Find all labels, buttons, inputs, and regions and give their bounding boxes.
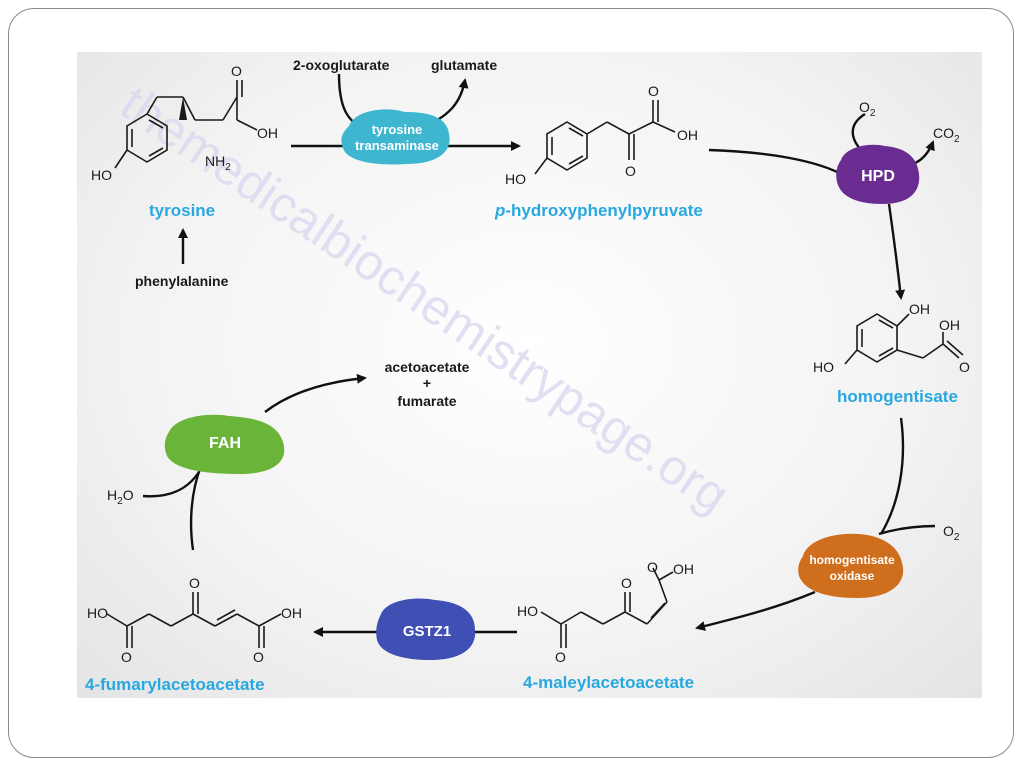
enzyme-tat-line1: tyrosine — [372, 122, 423, 137]
cosubstrate-h2o: H2O — [107, 487, 134, 507]
atom-oh-4: OH — [939, 317, 960, 333]
atom-o-7: O — [647, 559, 658, 575]
compound-phenylalanine: phenylalanine — [135, 273, 229, 289]
compound-hpp: p-hydroxyphenylpyruvate — [494, 201, 703, 220]
arrow-h2o-in — [142, 471, 200, 498]
enzyme-fah: FAH — [164, 414, 285, 474]
atom-o-10: O — [253, 649, 264, 665]
hpp-structure: HO O O OH — [505, 83, 698, 187]
atom-oh-6: OH — [281, 605, 302, 621]
atom-oh-2: OH — [677, 127, 698, 143]
atom-ho-5: HO — [87, 605, 108, 621]
atom-o-9: O — [189, 575, 200, 591]
enzyme-tat-line2: transaminase — [355, 138, 439, 153]
atom-oh: OH — [257, 125, 278, 141]
atom-nh2: NH2 — [205, 153, 231, 173]
arrow-o2-b-in — [878, 524, 936, 536]
enzyme-hgd-line1: homogentisate — [809, 553, 895, 567]
cosubstrate-oxoglutarate: 2-oxoglutarate — [293, 57, 390, 73]
cosubstrate-o2-a: O2 — [859, 99, 876, 119]
atom-o-6: O — [621, 575, 632, 591]
compound-fumarylacetoacetate: 4-fumarylacetoacetate — [85, 675, 265, 694]
pathway-svg: themedicalbiochemistrypage.org HO O OH N… — [85, 57, 970, 694]
compound-maleylacetoacetate: 4-maleylacetoacetate — [523, 673, 694, 692]
enzyme-fah-label: FAH — [209, 435, 241, 452]
homogentisate-structure: OH OH HO O — [813, 301, 970, 375]
atom-oh-3: OH — [909, 301, 930, 317]
fumarylacetoacetate-structure: HO O O O OH — [87, 575, 302, 665]
enzyme-gstz1-label: GSTZ1 — [403, 623, 451, 640]
product-acetoacetate: acetoacetate — [385, 359, 470, 375]
atom-o-3: O — [648, 83, 659, 99]
enzyme-hgd-line2: oxidase — [830, 569, 875, 583]
product-fumarate: fumarate — [397, 393, 456, 409]
atom-ho-2: HO — [505, 171, 526, 187]
maleylacetoacetate-structure: HO O O O OH — [517, 559, 694, 665]
atom-ho: HO — [91, 167, 112, 183]
enzyme-tyrosine-transaminase: tyrosine transaminase — [341, 109, 450, 165]
atom-o: O — [231, 63, 242, 79]
atom-o-8: O — [121, 649, 132, 665]
enzyme-hpd: HPD — [836, 144, 920, 204]
compound-tyrosine: tyrosine — [149, 201, 215, 220]
arrow-hga-to-hgd — [879, 417, 905, 535]
arrow-co2-out — [912, 140, 935, 166]
compound-homogentisate: homogentisate — [837, 387, 958, 406]
product-plus: + — [423, 375, 431, 391]
atom-ho-3: HO — [813, 359, 834, 375]
enzyme-homogentisate-oxidase: homogentisate oxidase — [798, 533, 904, 598]
arrow-hpd-to-hga — [887, 203, 906, 300]
cosubstrate-glutamate: glutamate — [431, 57, 497, 73]
cosubstrate-o2-b: O2 — [943, 523, 960, 543]
atom-o-5: O — [555, 649, 566, 665]
atom-o-4: O — [959, 359, 970, 375]
atom-ho-4: HO — [517, 603, 538, 619]
arrow-hgd-to-maa — [695, 590, 816, 631]
atom-oh-5: OH — [673, 561, 694, 577]
cosubstrate-co2: CO2 — [933, 125, 960, 145]
enzyme-hpd-label: HPD — [861, 168, 895, 185]
arrow-fah-to-products — [264, 373, 367, 413]
arrow-hpp-to-hpd — [708, 148, 846, 178]
pathway-diagram: themedicalbiochemistrypage.org HO O OH N… — [77, 52, 982, 698]
enzyme-gstz1: GSTZ1 — [376, 598, 476, 660]
atom-o-2: O — [625, 163, 636, 179]
tyrosine-structure: HO O OH NH2 — [91, 63, 278, 183]
